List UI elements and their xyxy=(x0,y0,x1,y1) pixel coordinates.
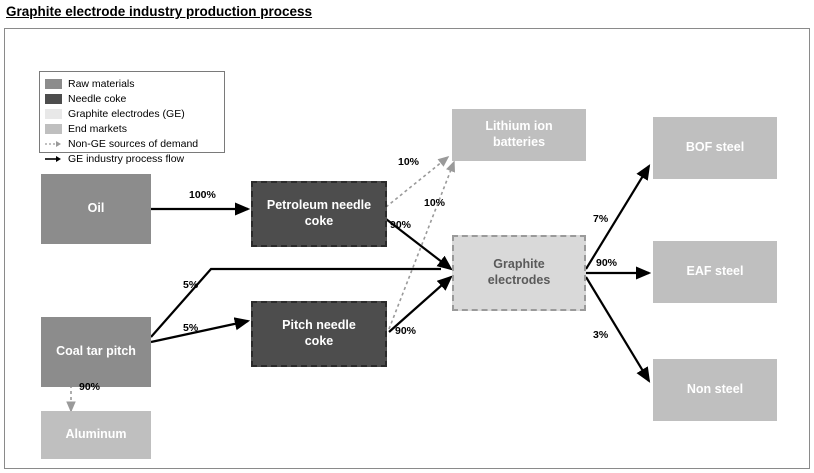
legend-item-needle-coke: Needle coke xyxy=(45,91,219,106)
edge-pitch-needle-coke-to-graphite-electrodes xyxy=(388,275,453,333)
edge-label-coal-tar-pitch-to-aluminum: 90% xyxy=(79,381,101,393)
legend-label: Non-GE sources of demand xyxy=(68,137,199,150)
edge-label-oil-to-petroleum-needle-coke: 100% xyxy=(189,189,216,201)
node-eaf-steel[interactable]: EAF steel xyxy=(653,241,777,303)
legend-item-raw-materials: Raw materials xyxy=(45,76,219,91)
diagram-frame: Raw materials Needle coke Graphite elect… xyxy=(4,28,810,469)
dashed-arrow-icon xyxy=(45,139,62,149)
edge-label-petroleum-needle-coke-to-graphite-electrodes: 90% xyxy=(390,219,412,231)
legend-item-non-ge-demand: Non-GE sources of demand xyxy=(45,136,219,151)
edge-label-petroleum-needle-coke-to-lithium-ion-batteries: 10% xyxy=(398,156,420,168)
gray-square-icon xyxy=(45,78,62,89)
page-title: Graphite electrode industry production p… xyxy=(6,4,313,19)
edge-label-graphite-electrodes-to-non-steel: 3% xyxy=(593,329,609,341)
node-lithium-ion-batteries[interactable]: Lithium ion batteries xyxy=(452,109,586,161)
legend-label: End markets xyxy=(68,122,127,135)
legend-item-ge-process-flow: GE industry process flow xyxy=(45,151,219,166)
legend: Raw materials Needle coke Graphite elect… xyxy=(39,71,225,165)
legend-label: Needle coke xyxy=(68,92,127,105)
edge-label-coal-tar-pitch-to-graphite-electrodes: 5% xyxy=(183,279,199,291)
dark-gray-square-icon xyxy=(45,93,62,104)
node-bof-steel[interactable]: BOF steel xyxy=(653,117,777,179)
light-gray-square-icon xyxy=(45,108,62,119)
edge-pitch-needle-coke-to-lithium-ion-batteries xyxy=(388,160,455,330)
edge-label-graphite-electrodes-to-bof-steel: 7% xyxy=(593,213,609,225)
node-pitch-needle-coke[interactable]: Pitch needle coke xyxy=(251,301,387,367)
node-oil[interactable]: Oil xyxy=(41,174,151,244)
legend-label: Graphite electrodes (GE) xyxy=(68,107,185,120)
node-non-steel[interactable]: Non steel xyxy=(653,359,777,421)
legend-item-end-markets: End markets xyxy=(45,121,219,136)
legend-label: Raw materials xyxy=(68,77,135,90)
edge-label-coal-tar-pitch-to-pitch-needle-coke: 5% xyxy=(183,322,199,334)
node-coal-tar-pitch[interactable]: Coal tar pitch xyxy=(41,317,151,387)
edge-coal-tar-pitch-to-pitch-needle-coke xyxy=(150,317,251,344)
node-graphite-electrodes[interactable]: Graphite electrodes xyxy=(452,235,586,311)
medium-gray-square-icon xyxy=(45,123,62,134)
edge-label-graphite-electrodes-to-eaf-steel: 90% xyxy=(596,257,618,269)
edge-label-pitch-needle-coke-to-lithium-ion-batteries: 10% xyxy=(424,197,446,209)
node-aluminum[interactable]: Aluminum xyxy=(41,411,151,459)
edge-label-pitch-needle-coke-to-graphite-electrodes: 90% xyxy=(395,325,417,337)
legend-label: GE industry process flow xyxy=(68,152,185,165)
solid-arrow-icon xyxy=(45,154,62,164)
legend-item-graphite-electrodes: Graphite electrodes (GE) xyxy=(45,106,219,121)
node-petroleum-needle-coke[interactable]: Petroleum needle coke xyxy=(251,181,387,247)
